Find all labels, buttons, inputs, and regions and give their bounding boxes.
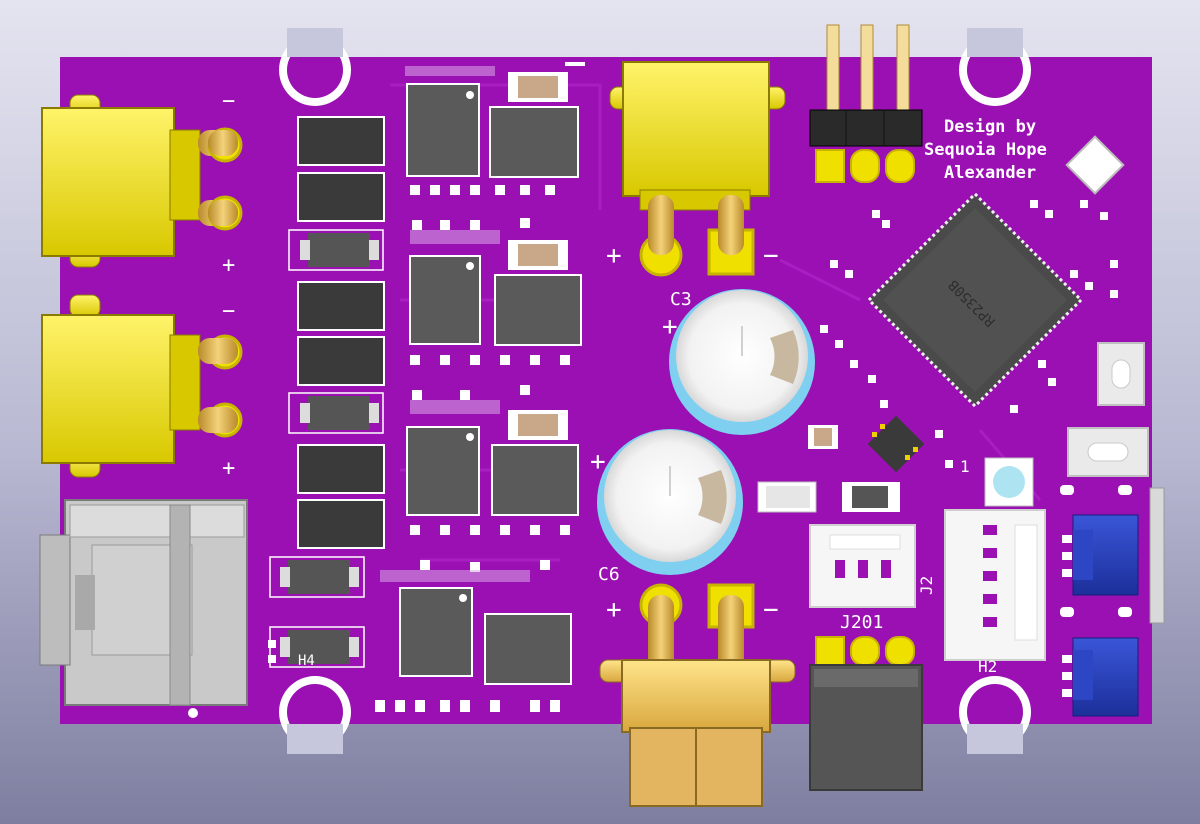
small-passive-pads (268, 185, 570, 712)
credit-silkscreen: Design by Sequoia Hope Alexander (924, 117, 1047, 183)
svg-text:−: − (222, 299, 235, 324)
beige-resistors (508, 62, 585, 440)
credit-line-2: Sequoia Hope (924, 140, 1047, 160)
svg-text:−: − (763, 595, 779, 625)
capacitor-c3: + C3 (662, 289, 815, 435)
svg-text:+: + (662, 312, 678, 342)
status-led (1065, 135, 1125, 195)
label-h4: H4 (298, 653, 315, 669)
mosfet-pin1-dots (459, 91, 474, 602)
smd-diodes: H4 (269, 116, 385, 669)
label-h2: H2 (978, 657, 997, 676)
grey-side-connector (39, 499, 248, 718)
svg-text:+: + (606, 595, 622, 625)
svg-text:−: − (763, 241, 779, 271)
mounting-holes (279, 28, 1031, 754)
power-connector-bottom: + − (599, 583, 796, 807)
label-c6: C6 (598, 564, 620, 585)
misc-small-parts (757, 425, 900, 513)
polarity-marks-left: − + − + (222, 89, 235, 481)
jst-connector-3pin (809, 524, 916, 608)
power-mosfets (399, 83, 582, 685)
jst-connector-j2: J2 H2 (917, 509, 1046, 676)
mcu-chip: RP2350B (866, 191, 1084, 409)
header-j201: J201 (809, 612, 923, 791)
power-connector-left-top (41, 94, 243, 268)
via-arrays (380, 66, 530, 582)
label-c3: C3 (670, 289, 692, 310)
label-1: 1 (960, 457, 970, 476)
pin-header-top (809, 24, 923, 183)
power-connector-left-bottom (41, 294, 243, 478)
svg-text:+: + (222, 253, 235, 278)
tactile-switch-1 (1097, 342, 1145, 406)
svg-text:−: − (222, 89, 235, 114)
label-j201: J201 (840, 612, 883, 633)
svg-text:+: + (590, 447, 606, 477)
svg-text:+: + (222, 456, 235, 481)
svg-text:+: + (606, 241, 622, 271)
tactile-switch-2 (1067, 427, 1149, 477)
blue-connector-bottom (1062, 637, 1139, 717)
credit-line-1: Design by (944, 117, 1036, 137)
capacitor-c6: + C6 (590, 429, 743, 585)
mcu-passives (820, 200, 1132, 617)
rgb-led: 1 (960, 457, 1034, 507)
usb-c-edge (1149, 487, 1165, 624)
power-connector-top: + − (606, 61, 786, 277)
credit-line-3: Alexander (944, 163, 1036, 183)
label-j2: J2 (917, 576, 936, 595)
blue-connector-top (1062, 514, 1139, 596)
